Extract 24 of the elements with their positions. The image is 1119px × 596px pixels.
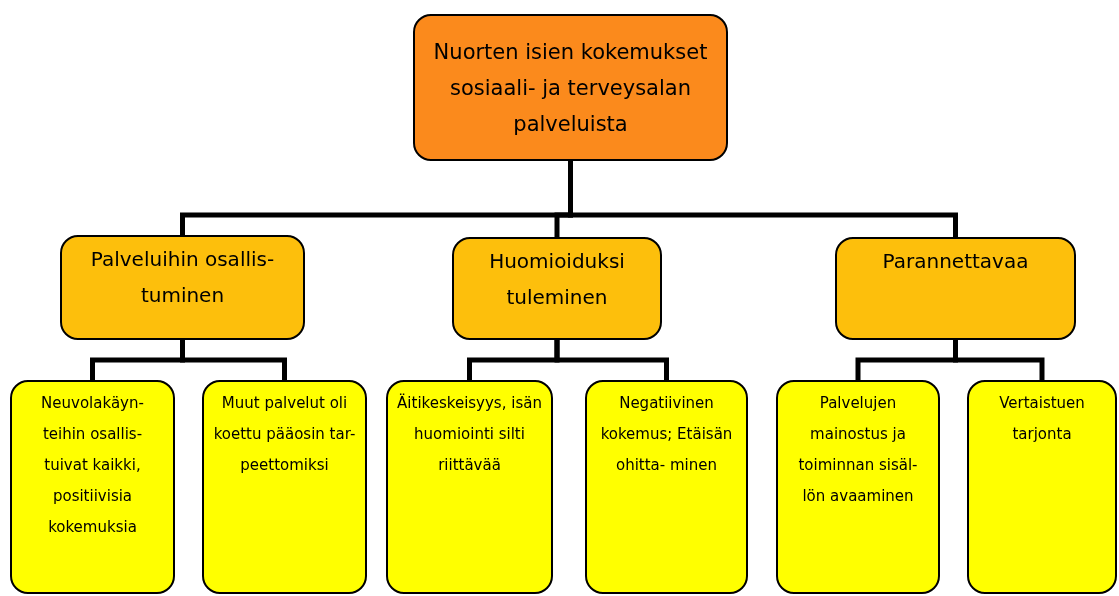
box-text: Parannettavaa [882, 248, 1029, 275]
connector-line [180, 340, 287, 380]
box-text: Neuvolakäyn- teihin osallis- tuivat kaikki, positiivisia kokemuksia [40, 393, 145, 538]
finding-box [10, 380, 175, 594]
box-text: Nuorten isien kokemukset sosiaali- ja terveysalan palveluista [432, 38, 709, 138]
finding-box [585, 380, 748, 594]
category-box [452, 237, 662, 340]
box-text: Äitikeskeisyys, isän huomiointi silti riittävää [396, 392, 543, 476]
box-text: Negatiivinen kokemus; Etäisän ohitta- minen [599, 393, 734, 476]
finding-box [386, 380, 553, 594]
box-text: Muut palvelut oli koettu pääosin tar- peettomiksi [212, 393, 357, 476]
finding-box [202, 380, 367, 594]
finding-box [776, 380, 940, 594]
connector-line [568, 161, 958, 237]
connector-line [554, 340, 669, 380]
connector-line [953, 340, 1045, 380]
topic-box [413, 14, 728, 161]
box-text: Palvelujen mainostus ja toiminnan sisäl- lön avaaminen [797, 393, 919, 507]
box-text: Vertaistuen tarjonta [998, 393, 1086, 445]
category-box [60, 235, 305, 340]
category-box [835, 237, 1076, 340]
box-text: Huomioiduksi tuleminen [488, 248, 626, 311]
box-text: Palveluihin osallis- tuminen [89, 246, 276, 309]
finding-box [967, 380, 1117, 594]
